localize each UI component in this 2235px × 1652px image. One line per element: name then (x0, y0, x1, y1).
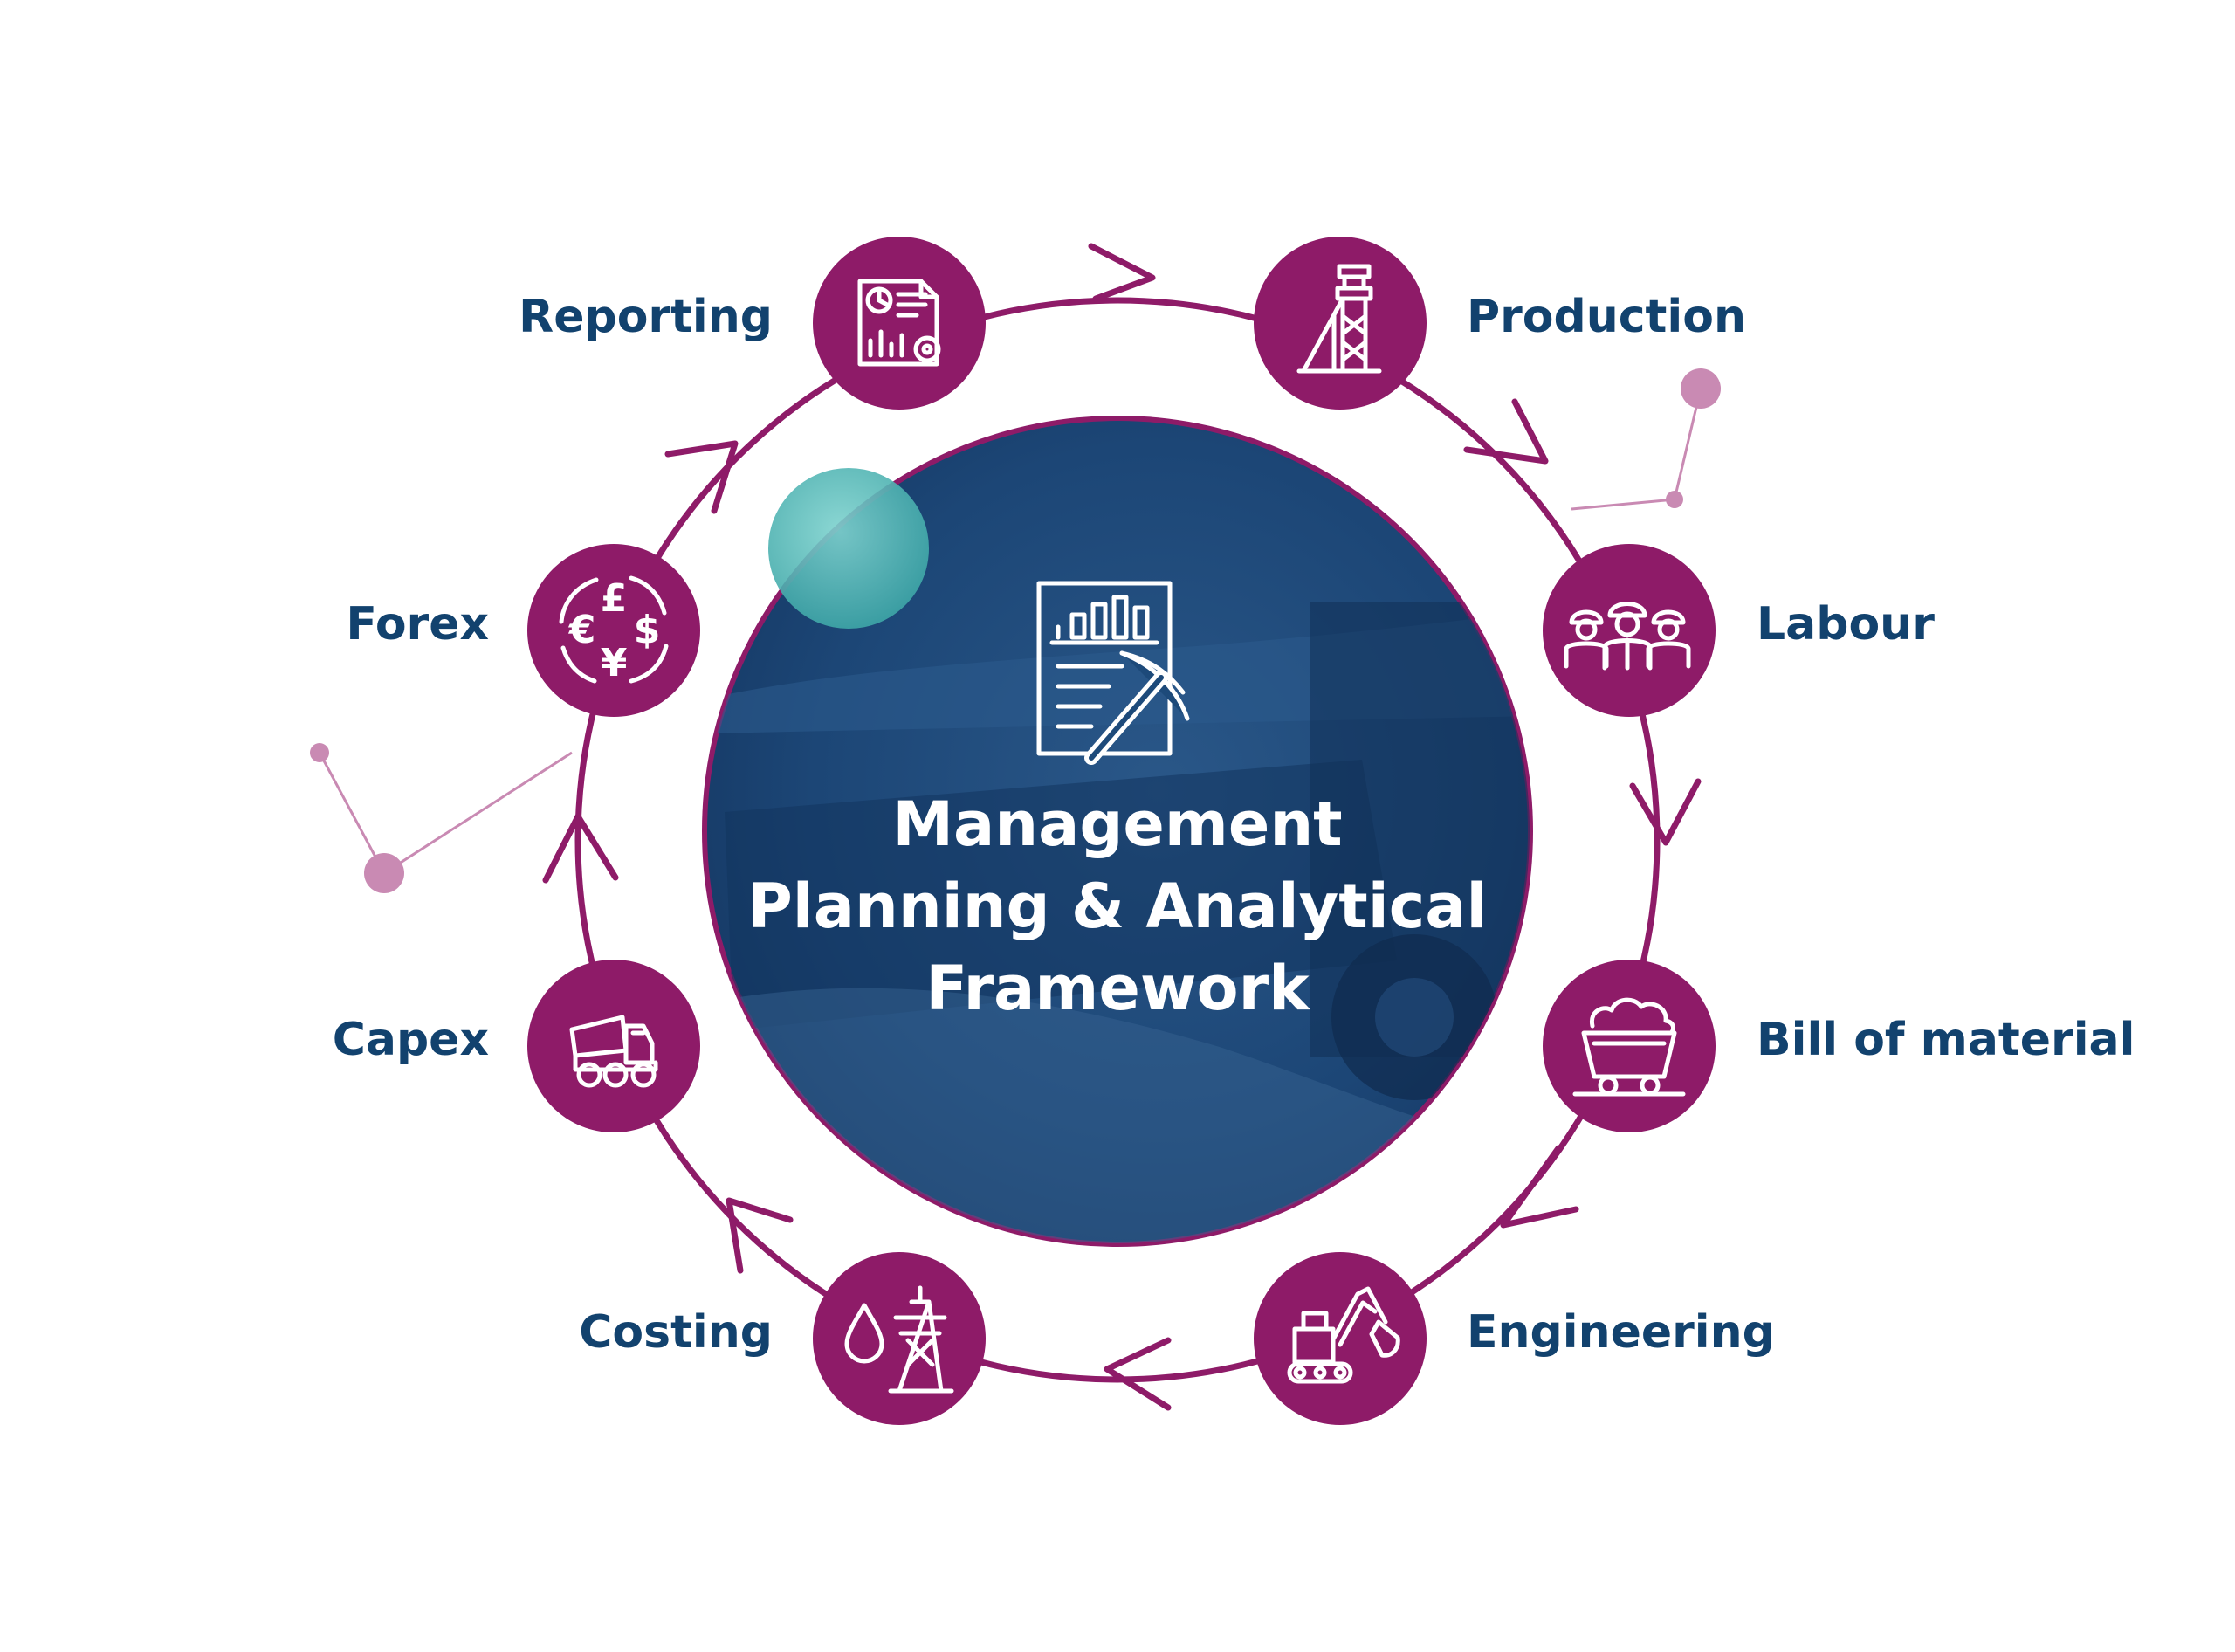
arrow-capex-to-forex (542, 813, 619, 884)
node-capex[interactable] (527, 960, 700, 1132)
dump-truck-icon (569, 1015, 658, 1088)
teal-bubble (768, 468, 929, 629)
label-reporting: Reporting (519, 291, 773, 343)
oil-drop-power-pylon-icon (844, 1285, 954, 1394)
arrow-reporting-to-production (1088, 243, 1156, 302)
excavator-icon (1287, 1286, 1400, 1384)
cycle-arrows (542, 243, 1702, 1411)
center-title-line-2: Planning & Analytical (748, 871, 1488, 942)
label-labour: Labour (1757, 598, 1935, 650)
arrow-labour-to-bom (1629, 778, 1702, 846)
label-production: Production (1467, 291, 1746, 343)
arrow-production-to-labour (1463, 398, 1549, 465)
node-production[interactable] (1254, 237, 1427, 410)
node-bill-of-material[interactable] (1543, 960, 1716, 1132)
report-pickaxe-icon (1036, 581, 1190, 765)
report-chart-gear-icon (857, 279, 941, 367)
label-forex: Forex (346, 598, 489, 650)
decor-dots-left (310, 743, 573, 893)
arrow-engineering-to-costing (1104, 1337, 1172, 1411)
center-title-line-3: Framework (925, 953, 1310, 1024)
node-engineering[interactable] (1254, 1252, 1427, 1425)
label-capex: Capex (333, 1014, 489, 1066)
label-bill-of-material: Bill of material (1757, 1014, 2135, 1066)
workers-helmets-icon (1564, 602, 1691, 671)
node-costing[interactable] (813, 1252, 986, 1425)
node-forex[interactable]: £ € $ ¥ (527, 544, 700, 717)
arrow-forex-to-reporting (664, 440, 739, 514)
node-reporting[interactable] (813, 237, 986, 410)
mine-cart-icon (1572, 997, 1686, 1097)
svg-text:$: $ (634, 608, 661, 652)
center-title-line-1: Management (892, 788, 1342, 860)
currency-exchange-icon: £ € $ ¥ (559, 575, 669, 685)
svg-text:€: € (568, 608, 596, 652)
center-circle: Management Planning & Analytical Framewo… (702, 416, 1533, 1247)
decor-dots-right (1571, 368, 1721, 511)
cycle-ring (574, 297, 1661, 1383)
label-engineering: Engineering (1467, 1306, 1775, 1359)
arrow-bom-to-engineering (1500, 1145, 1579, 1229)
node-labour[interactable] (1543, 544, 1716, 717)
arrow-costing-to-capex (726, 1197, 794, 1274)
mine-headframe-icon (1296, 264, 1382, 374)
svg-text:£: £ (601, 576, 628, 621)
label-costing: Costing (579, 1306, 773, 1359)
svg-text:¥: ¥ (601, 641, 628, 685)
